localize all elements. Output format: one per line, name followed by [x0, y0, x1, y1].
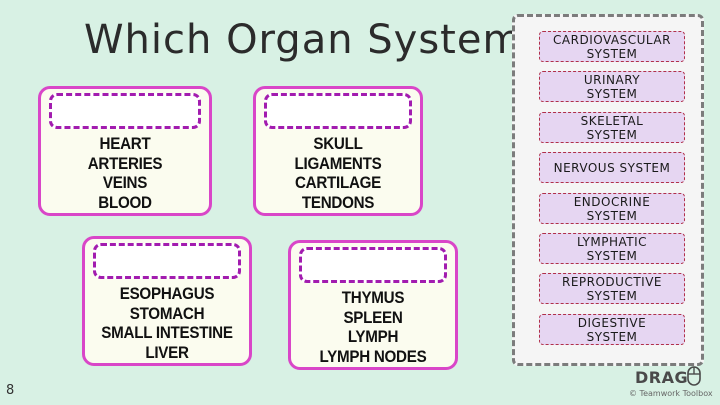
chip-label: ENDOCRINE: [573, 194, 651, 209]
chip-label: SYSTEM: [586, 46, 638, 61]
page-title: Which Organ System?: [84, 17, 545, 63]
mouse-icon: [687, 366, 701, 386]
organ-item: LIGAMENTS: [294, 154, 382, 173]
drag-brand: DRAG © Teamwork Toolbox: [629, 366, 715, 402]
chip-label: CARDIOVASCULAR: [553, 32, 671, 47]
organ-card-1: HEART ARTERIES VEINS BLOOD: [38, 86, 212, 216]
organ-card-4: THYMUS SPLEEN LYMPH LYMPH NODES: [288, 240, 458, 370]
page-number: 8: [6, 383, 15, 398]
organ-card-3: ESOPHAGUS STOMACH SMALL INTESTINE LIVER: [82, 236, 252, 366]
chip-label: NERVOUS SYSTEM: [553, 160, 671, 175]
chip-label: SYSTEM: [586, 329, 638, 344]
chip-label: SYSTEM: [586, 248, 638, 263]
organ-item: BLOOD: [98, 193, 152, 212]
organ-item: ARTERIES: [87, 154, 163, 173]
drop-zone-3[interactable]: [93, 243, 241, 279]
drop-zone-2[interactable]: [264, 93, 412, 129]
drop-zone-1[interactable]: [49, 93, 201, 129]
organ-item: ESOPHAGUS: [119, 285, 215, 303]
drag-label: DRAG: [635, 368, 689, 387]
chip-label: DIGESTIVE: [577, 315, 647, 330]
organ-item: SPLEEN: [343, 308, 403, 327]
organ-item: CARTILAGE: [294, 174, 382, 192]
organ-item: LIVER: [145, 343, 189, 362]
chip-label: SYSTEM: [586, 127, 638, 142]
chip-label: SYSTEM: [586, 86, 638, 101]
chip-label: LYMPHATIC: [576, 234, 648, 249]
organ-item: SKULL: [313, 135, 363, 153]
organ-card-2: SKULL LIGAMENTS CARTILAGE TENDONS: [253, 86, 423, 216]
drop-zone-4[interactable]: [299, 247, 447, 283]
organ-item: LYMPH: [347, 328, 399, 346]
credit-text: © Teamwork Toolbox: [629, 389, 713, 398]
organ-item: HEART: [99, 135, 151, 153]
organ-item: STOMACH: [129, 304, 205, 323]
organ-item: SMALL INTESTINE: [101, 324, 233, 342]
organ-item: THYMUS: [341, 289, 405, 307]
organ-list-4: THYMUS SPLEEN LYMPH LYMPH NODES: [298, 289, 449, 367]
organ-item: TENDONS: [301, 193, 375, 212]
chip-label: REPRODUCTIVE: [561, 274, 662, 289]
organ-list-3: ESOPHAGUS STOMACH SMALL INTESTINE LIVER: [92, 285, 243, 363]
chip-label: URINARY: [583, 72, 641, 87]
chip-label: SYSTEM: [586, 208, 638, 223]
chip-nervous-system[interactable]: NERVOUS SYSTEM: [539, 152, 685, 183]
chip-label: SYSTEM: [586, 288, 638, 303]
organ-item: LYMPH NODES: [319, 347, 427, 366]
organ-list-1: HEART ARTERIES VEINS BLOOD: [48, 135, 203, 213]
organ-item: VEINS: [102, 174, 148, 192]
organ-list-2: SKULL LIGAMENTS CARTILAGE TENDONS: [263, 135, 414, 213]
chip-label: SKELETAL: [580, 113, 644, 128]
